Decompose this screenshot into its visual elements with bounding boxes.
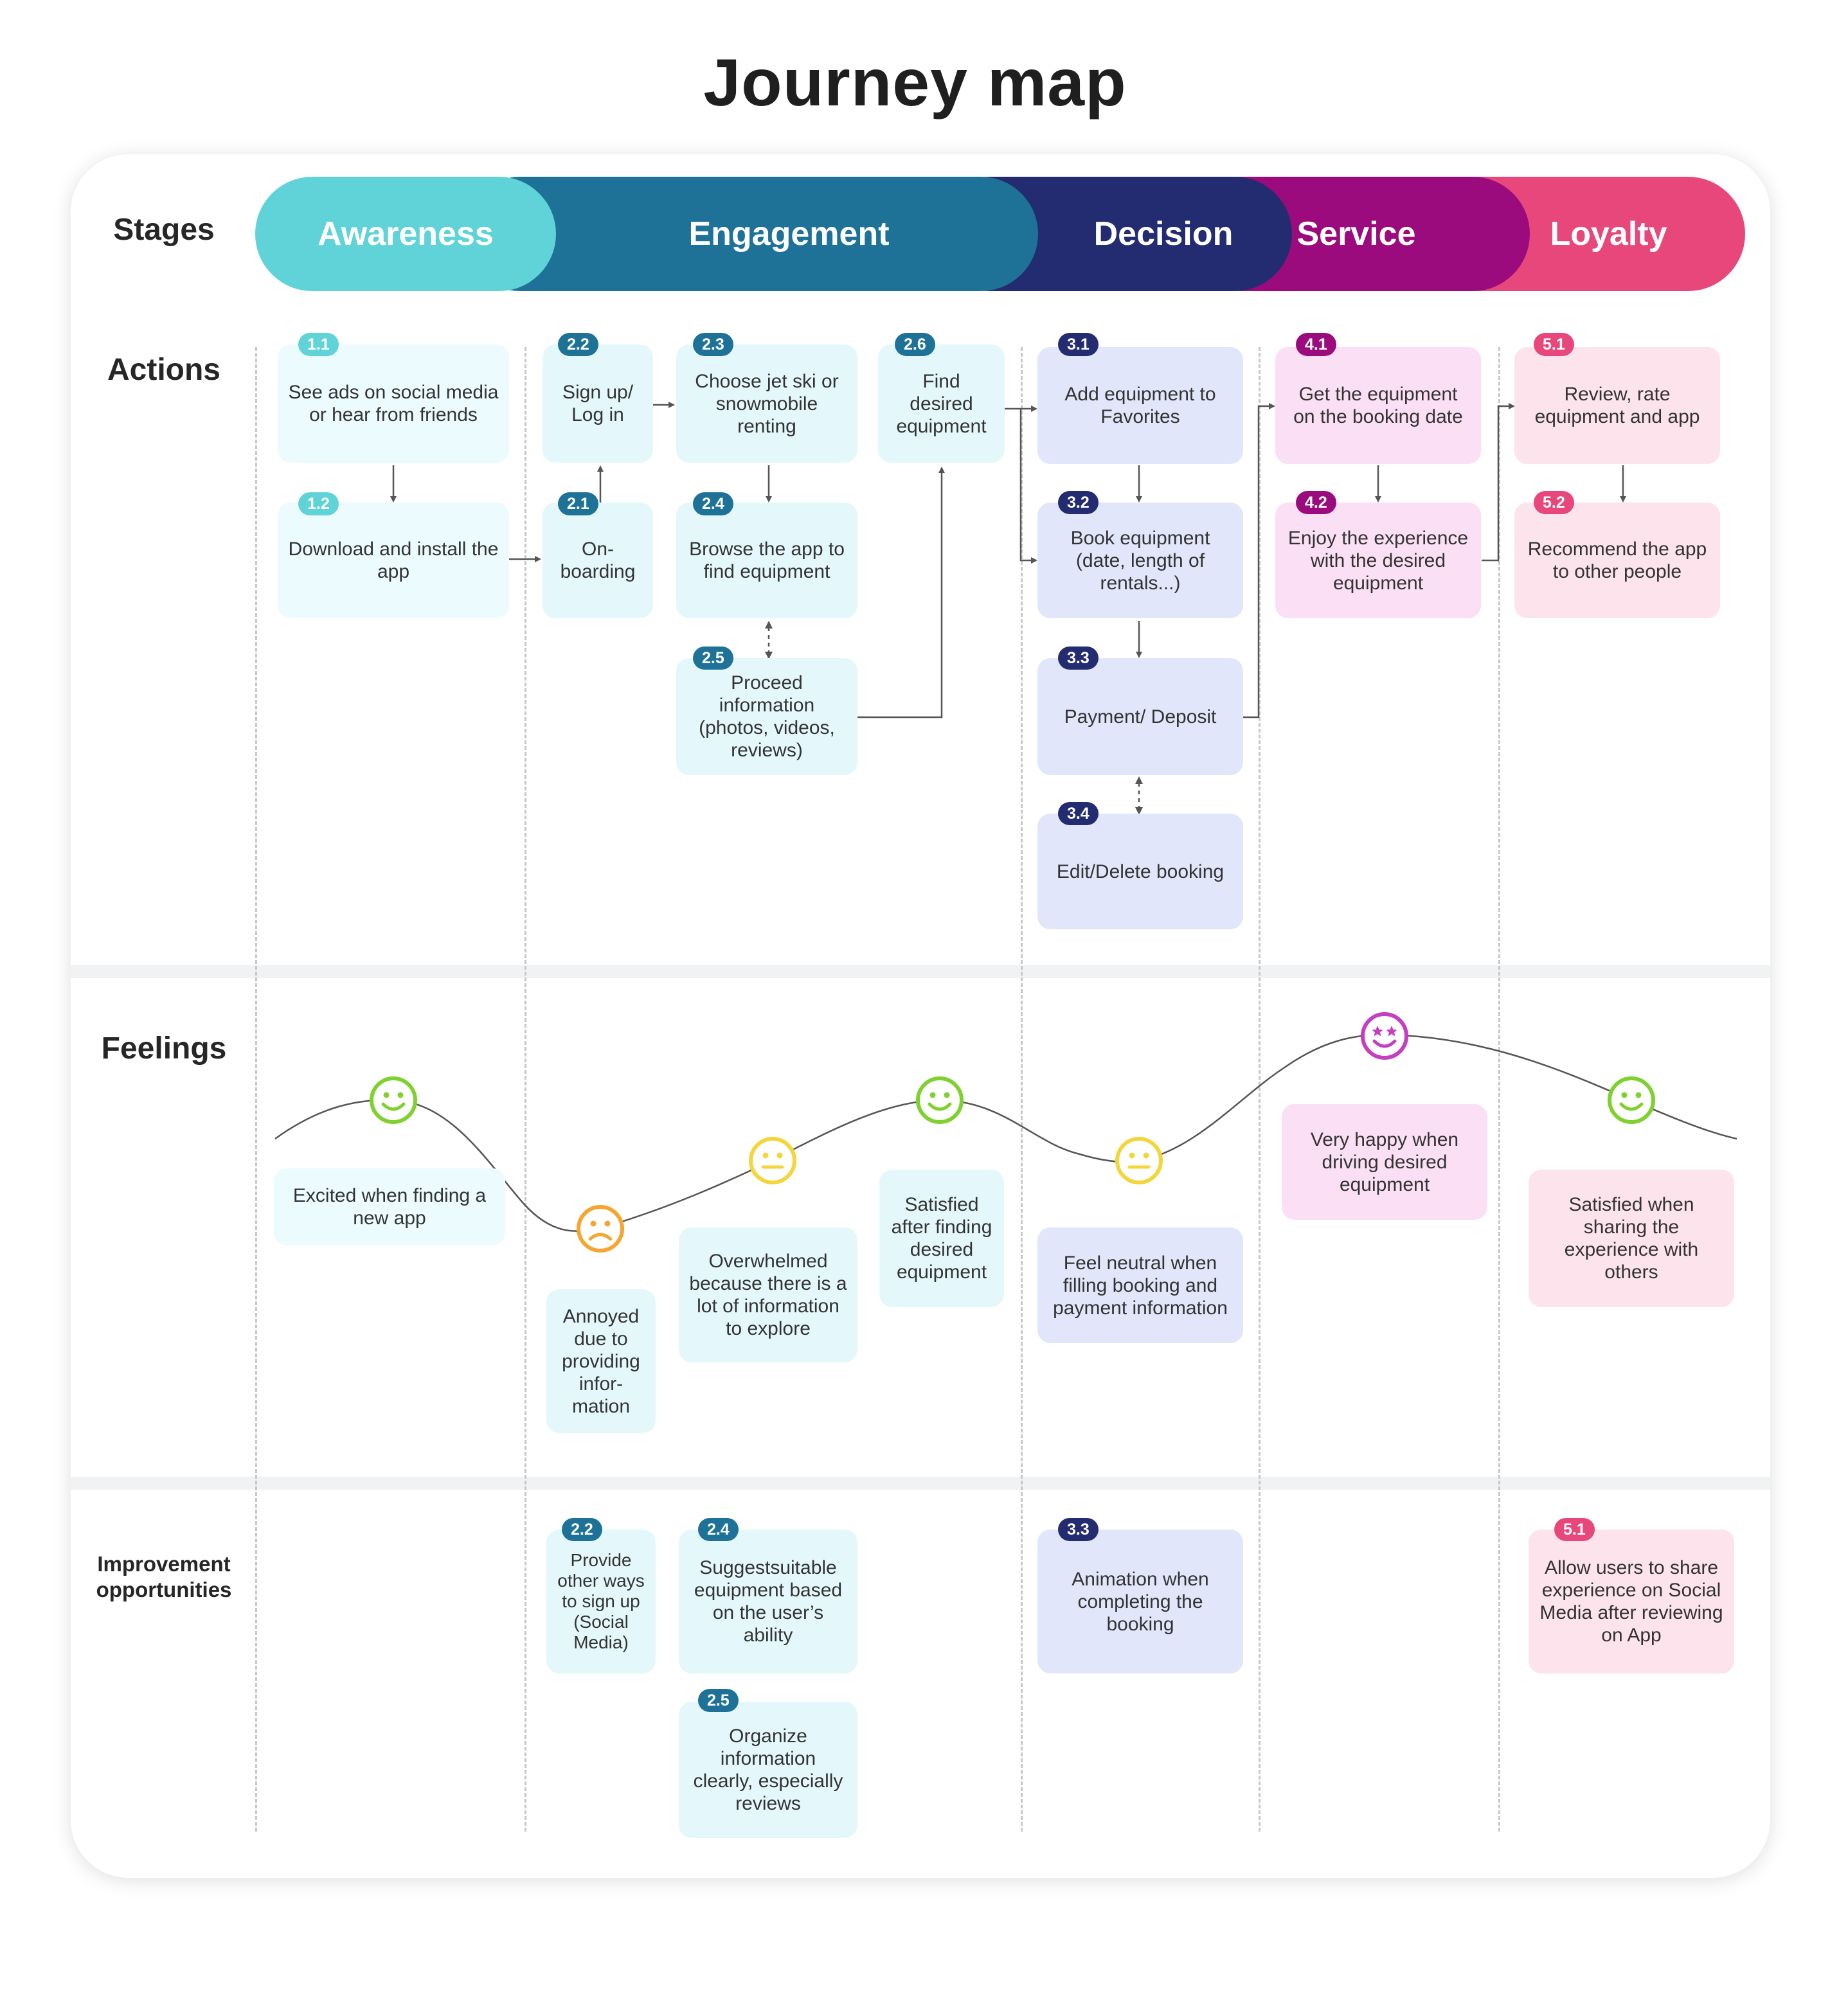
- page-title: Journey map: [703, 46, 1127, 120]
- action-card: Add equipment to Favorites: [1037, 347, 1243, 464]
- feeling-card: Overwhelmed because there is a lot of in…: [679, 1227, 857, 1362]
- step-badge: 3.1: [1058, 333, 1099, 356]
- improvement-card: Provide other ways to sign up (Social Me…: [546, 1530, 656, 1673]
- action-card: Sign up/ Log in: [543, 344, 653, 463]
- action-card: Browse the app to find equipment: [676, 503, 857, 618]
- step-badge: 2.6: [895, 333, 935, 356]
- step-badge: 2.2: [562, 1518, 602, 1541]
- step-badge: 5.2: [1534, 491, 1574, 514]
- step-badge: 4.1: [1296, 333, 1336, 356]
- stage-engagement: Engagement: [463, 177, 1038, 291]
- improvement-card: Organize information clearly, especially…: [679, 1702, 857, 1838]
- action-card: On-boarding: [543, 503, 653, 618]
- column-divider: [1498, 347, 1500, 1832]
- step-badge: 4.2: [1296, 491, 1336, 514]
- action-card: Book equipment (date, length of rentals.…: [1037, 503, 1243, 618]
- step-badge: 3.2: [1058, 491, 1099, 514]
- action-card: Get the equipment on the booking date: [1275, 347, 1481, 464]
- step-badge: 3.3: [1058, 1518, 1099, 1541]
- feeling-card: Annoyed due to providing infor- mation: [546, 1289, 656, 1433]
- step-badge: 1.1: [298, 333, 339, 356]
- improvement-card: Allow users to share experience on Socia…: [1529, 1530, 1734, 1673]
- feeling-card: Very happy when driving desired equipmen…: [1282, 1104, 1487, 1220]
- neutral-face-icon: [749, 1137, 796, 1184]
- step-badge: 2.2: [558, 333, 598, 356]
- step-badge: 5.1: [1534, 333, 1574, 356]
- improvement-card: Animation when completing the booking: [1037, 1530, 1243, 1673]
- step-badge: 2.4: [693, 492, 733, 515]
- action-card: Find desired equipment: [878, 344, 1005, 463]
- step-badge: 2.4: [698, 1518, 739, 1541]
- happy-face-icon: [370, 1076, 417, 1124]
- step-badge: 3.3: [1058, 647, 1099, 670]
- action-card: Proceed information (photos, videos, rev…: [676, 658, 857, 775]
- action-card: Download and install the app: [278, 503, 509, 618]
- stage-awareness: Awareness: [255, 177, 556, 291]
- action-card: Payment/ Deposit: [1037, 658, 1243, 775]
- step-badge: 3.4: [1058, 802, 1099, 825]
- step-badge: 5.1: [1554, 1518, 1595, 1541]
- happy-face-icon: [916, 1076, 964, 1124]
- action-card: Edit/Delete booking: [1037, 814, 1243, 929]
- row-label-feelings: Feelings: [101, 1031, 227, 1066]
- feeling-card: Feel neutral when filling booking and pa…: [1037, 1227, 1243, 1343]
- sad-face-icon: [577, 1205, 624, 1253]
- happy-face-icon: [1608, 1076, 1655, 1124]
- neutral-face-icon: [1115, 1137, 1163, 1184]
- step-badge: 2.3: [693, 333, 733, 356]
- action-card: Recommend the app to other people: [1514, 503, 1720, 618]
- column-divider: [1021, 347, 1023, 1832]
- row-label-actions: Actions: [107, 353, 220, 387]
- star-eyes-face-icon: [1361, 1012, 1408, 1060]
- action-card: Review, rate equipment and app: [1514, 347, 1720, 464]
- improvement-card: Suggestsuitable equipment based on the u…: [679, 1530, 857, 1673]
- row-label-stages: Stages: [113, 213, 215, 247]
- step-badge: 2.5: [693, 647, 733, 670]
- step-badge: 2.1: [558, 492, 598, 515]
- section-divider: [71, 965, 1770, 978]
- feeling-card: Satisfied when sharing the experience wi…: [1529, 1170, 1734, 1307]
- action-card: Enjoy the experience with the desired eq…: [1275, 503, 1481, 618]
- feeling-card: Excited when finding a new app: [274, 1168, 505, 1245]
- row-label-improvements: Improvement opportunities: [96, 1552, 232, 1601]
- column-divider: [1259, 347, 1260, 1832]
- action-card: Choose jet ski or snowmobile renting: [676, 344, 857, 463]
- feeling-card: Satisfied after finding desired equipmen…: [879, 1170, 1004, 1307]
- action-card: See ads on social media or hear from fri…: [278, 344, 509, 463]
- column-divider: [255, 347, 257, 1832]
- step-badge: 2.5: [698, 1689, 739, 1712]
- step-badge: 1.2: [298, 492, 339, 515]
- column-divider: [525, 347, 526, 1832]
- section-divider: [71, 1477, 1770, 1490]
